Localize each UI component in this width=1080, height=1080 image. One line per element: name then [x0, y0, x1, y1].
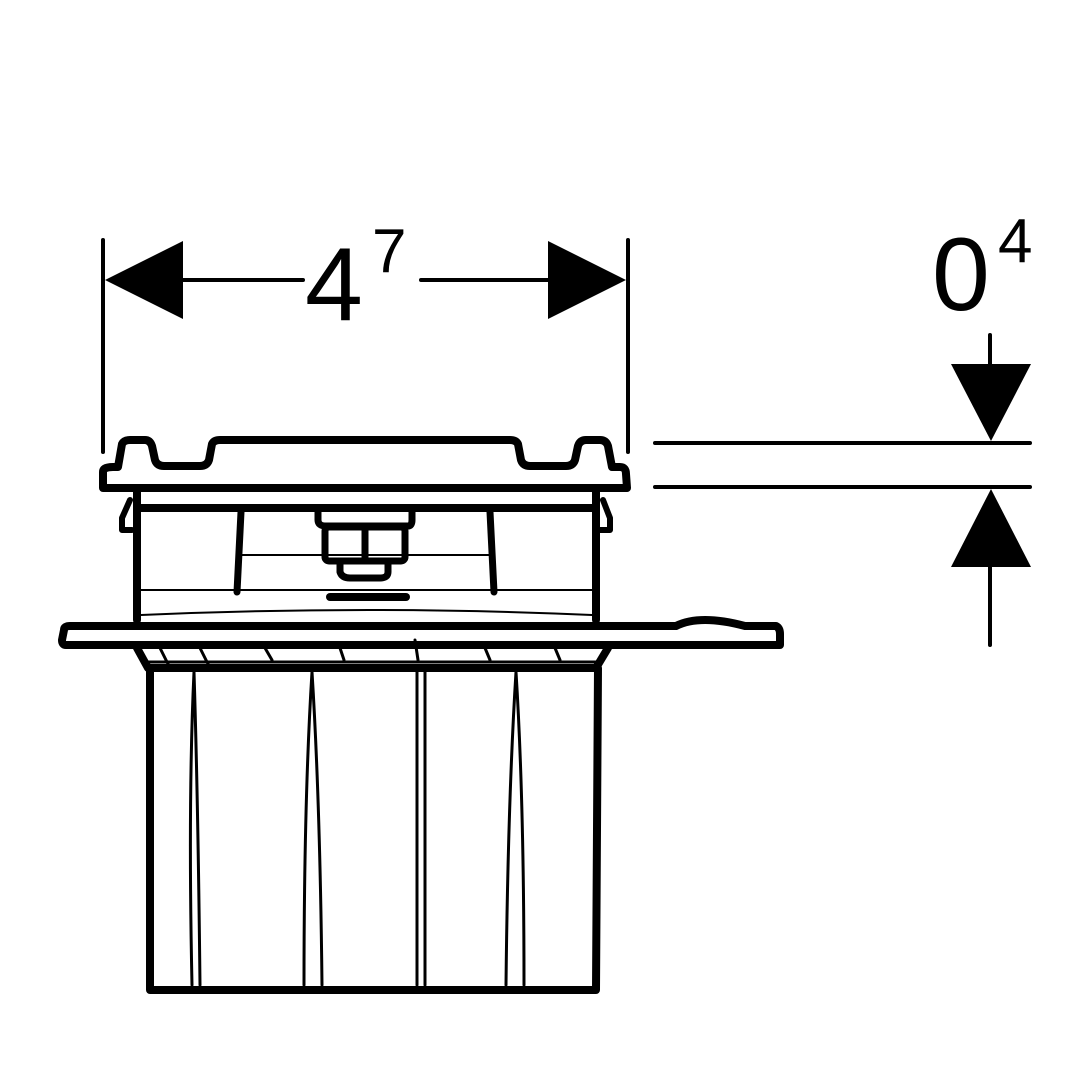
width-value: 4 [305, 227, 363, 343]
width-dimension: 4 7 [101, 217, 630, 454]
arrow-down-icon [951, 364, 1031, 441]
arrow-right-icon [548, 241, 626, 319]
height-superscript: 4 [998, 207, 1032, 276]
flange [58, 616, 784, 672]
height-value: 0 [932, 217, 990, 333]
width-superscript: 7 [372, 217, 406, 286]
arrow-up-icon [951, 489, 1031, 567]
drain-body [146, 664, 602, 994]
nut [314, 508, 416, 582]
arrow-left-icon [105, 241, 183, 319]
height-dimension: 0 4 [653, 207, 1032, 647]
